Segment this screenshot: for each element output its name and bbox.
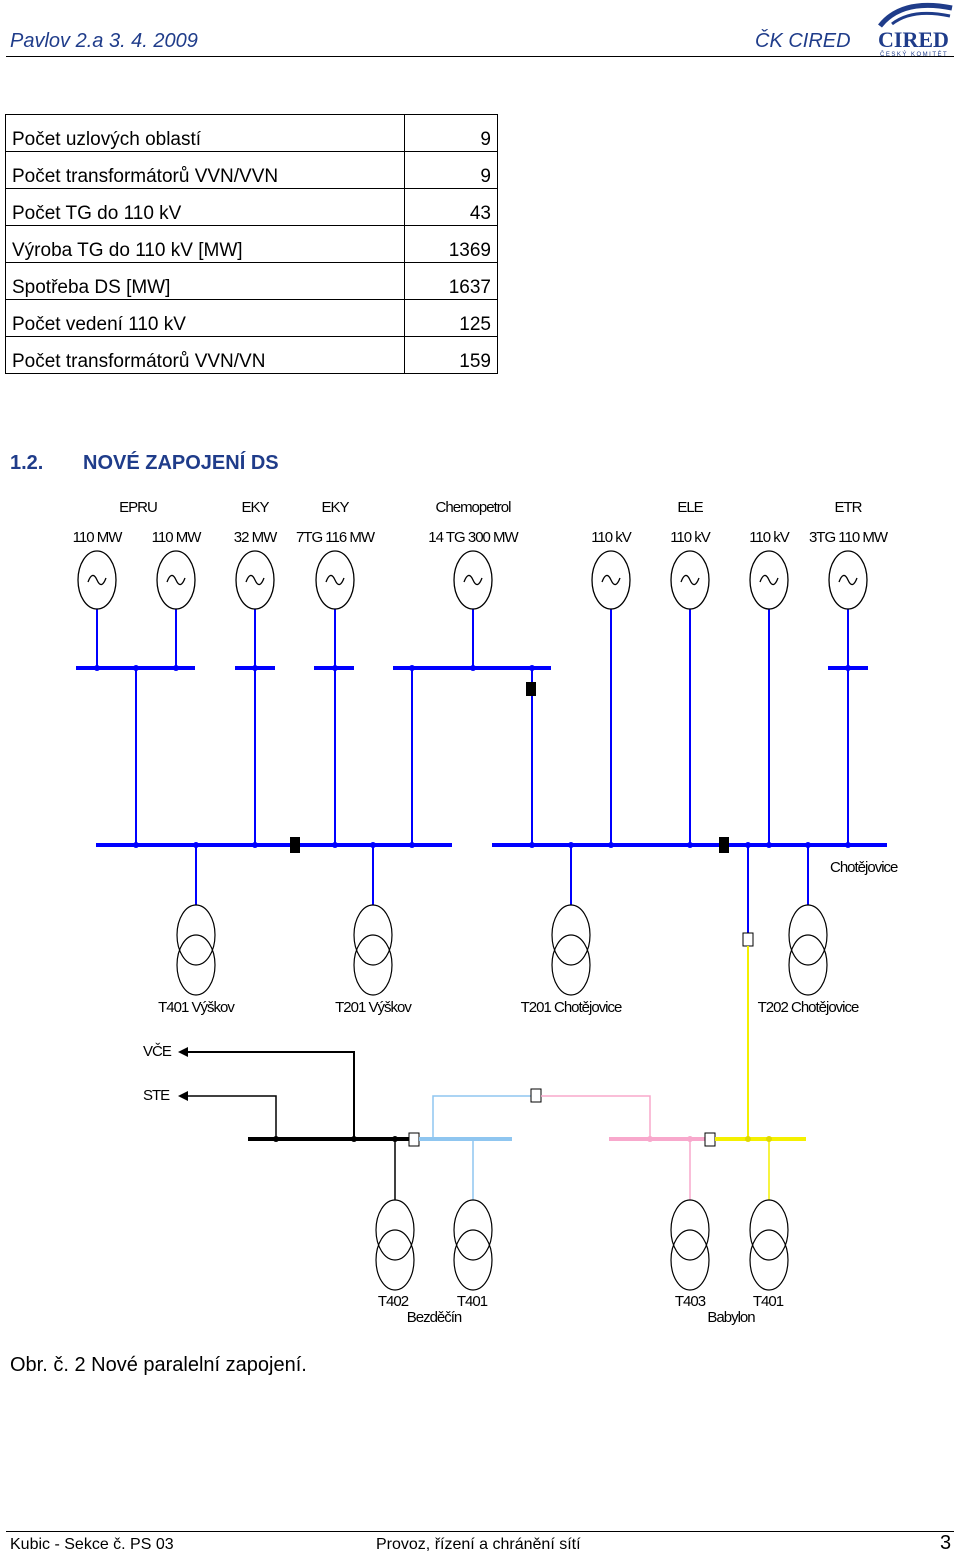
station-label: Babylon bbox=[707, 1309, 755, 1326]
row-value: 43 bbox=[404, 188, 498, 226]
table-row: Spotřeba DS [MW]1637 bbox=[5, 262, 498, 300]
transformer-icon bbox=[788, 904, 828, 996]
rating-label: 32 MW bbox=[234, 529, 278, 546]
footer-rule bbox=[6, 1531, 954, 1532]
row-label: Počet TG do 110 kV bbox=[5, 188, 405, 226]
plant-label: EKY bbox=[241, 499, 269, 516]
generator-icon bbox=[591, 550, 631, 610]
section-title: NOVÉ ZAPOJENÍ DS bbox=[83, 452, 279, 474]
row-label: Spotřeba DS [MW] bbox=[5, 262, 405, 300]
rating-label: 110 kV bbox=[749, 529, 790, 546]
output-label: VČE bbox=[143, 1043, 172, 1060]
generator-icon bbox=[670, 550, 710, 610]
transformer-label: T403 bbox=[675, 1293, 706, 1310]
rating-label: 110 MW bbox=[152, 529, 203, 546]
generator-icon bbox=[77, 550, 117, 610]
svg-text:CIRED: CIRED bbox=[878, 27, 949, 52]
transformer-label: T401 bbox=[457, 1293, 488, 1310]
table-row: Výroba TG do 110 kV [MW]1369 bbox=[5, 225, 498, 263]
plant-label: ETR bbox=[835, 499, 863, 516]
transformer-label: T202 Chotějovice bbox=[758, 999, 859, 1016]
generator-icon bbox=[235, 550, 275, 610]
section-heading: 1.2. NOVÉ ZAPOJENÍ DS bbox=[10, 452, 279, 475]
rating-label: 3TG 110 MW bbox=[809, 529, 889, 546]
svg-text:ČESKÝ KOMITÉT: ČESKÝ KOMITÉT bbox=[880, 51, 948, 58]
row-value: 1369 bbox=[404, 225, 498, 263]
transformer-icon bbox=[353, 904, 393, 996]
rating-label: 110 kV bbox=[670, 529, 711, 546]
transformer-label: T401 Výškov bbox=[158, 999, 235, 1016]
generator-icon bbox=[156, 550, 196, 610]
plant-label: EPRU bbox=[119, 499, 157, 516]
generator-icon bbox=[453, 550, 493, 610]
row-value: 9 bbox=[404, 114, 498, 152]
transformer-icon bbox=[453, 1199, 493, 1291]
generator-icon bbox=[315, 550, 355, 610]
rating-label: 110 MW bbox=[73, 529, 124, 546]
transformer-label: T402 bbox=[378, 1293, 409, 1310]
figure-caption: Obr. č. 2 Nové paralelní zapojení. bbox=[10, 1354, 307, 1376]
cired-logo: CIRED ČESKÝ KOMITÉT bbox=[878, 2, 953, 58]
transformer-icon bbox=[551, 904, 591, 996]
row-value: 9 bbox=[404, 151, 498, 189]
station-label: Bezděčín bbox=[407, 1309, 462, 1326]
row-label: Počet uzlových oblastí bbox=[5, 114, 405, 152]
transformer-label: T201 Chotějovice bbox=[521, 999, 622, 1016]
row-value: 1637 bbox=[404, 262, 498, 300]
row-value: 125 bbox=[404, 299, 498, 337]
plant-label: ELE bbox=[677, 499, 703, 516]
rating-label: 14 TG 300 MW bbox=[428, 529, 519, 546]
header-date: Pavlov 2.a 3. 4. 2009 bbox=[10, 30, 198, 52]
station-label: Chotějovice bbox=[830, 859, 898, 876]
row-label: Počet vedení 110 kV bbox=[5, 299, 405, 337]
header-organization: ČK CIRED bbox=[755, 30, 851, 52]
transformer-icon bbox=[176, 904, 216, 996]
network-diagram: EPRU EKY EKY Chemopetrol ELE ETR 110 MW 110 MW 3… bbox=[73, 499, 899, 1326]
row-label: Počet transformátorů VVN/VVN bbox=[5, 151, 405, 189]
generator-icon bbox=[749, 550, 789, 610]
transformer-icon bbox=[375, 1199, 415, 1291]
row-label: Počet transformátorů VVN/VN bbox=[5, 336, 405, 374]
footer-title: Provoz, řízení a chránění sítí bbox=[376, 1536, 581, 1553]
plant-label: EKY bbox=[321, 499, 349, 516]
transformer-icon bbox=[670, 1199, 710, 1291]
rating-label: 7TG 116 MW bbox=[296, 529, 376, 546]
transformer-label: T401 bbox=[753, 1293, 784, 1310]
transformer-label: T201 Výškov bbox=[335, 999, 412, 1016]
plant-label: Chemopetrol bbox=[436, 499, 512, 516]
rating-label: 110 kV bbox=[591, 529, 632, 546]
header-rule bbox=[6, 56, 954, 57]
output-label: STE bbox=[143, 1087, 170, 1104]
footer-author: Kubic - Sekce č. PS 03 bbox=[10, 1536, 174, 1553]
transformer-icon bbox=[749, 1199, 789, 1291]
page-number: 3 bbox=[940, 1532, 952, 1554]
section-number: 1.2. bbox=[10, 452, 44, 474]
row-value: 159 bbox=[404, 336, 498, 374]
row-label: Výroba TG do 110 kV [MW] bbox=[5, 225, 405, 263]
generator-icon bbox=[828, 550, 868, 610]
